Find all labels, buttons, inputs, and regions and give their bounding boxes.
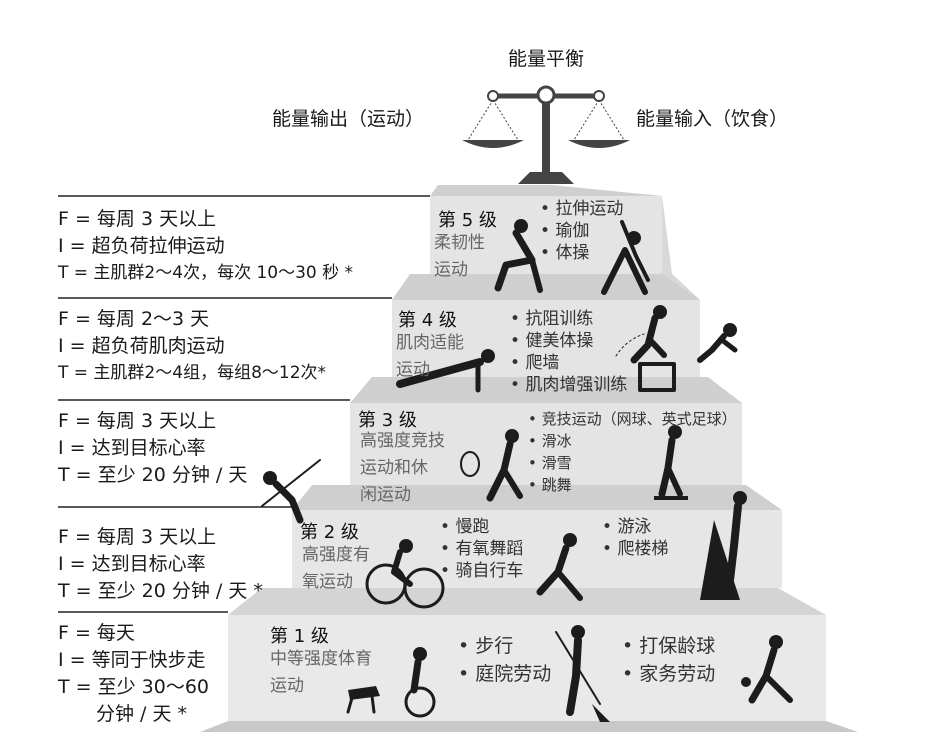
level-4-subtitle: 肌肉适能 运动 bbox=[396, 333, 464, 380]
leaping-figure-icon bbox=[697, 323, 738, 363]
level-4-activities: 抗阻训练 健美体操 爬墙 肌肉增强训练 bbox=[510, 308, 627, 396]
pushup-figure-icon bbox=[396, 349, 495, 393]
activity-item: 跳舞 bbox=[528, 474, 737, 496]
activity-item: 瑜伽 bbox=[540, 220, 623, 242]
level-1-title: 第 1 级 bbox=[270, 626, 329, 647]
bowler-figure-icon bbox=[741, 635, 793, 704]
activity-item: 家务劳动 bbox=[622, 660, 715, 688]
level-3-title: 第 3 级 bbox=[358, 410, 417, 431]
level-5-title: 第 5 级 bbox=[438, 210, 497, 231]
activity-item: 庭院劳动 bbox=[458, 660, 551, 688]
runner-icon bbox=[536, 533, 583, 601]
level-3-subtitle: 高强度竞技 运动和休 闲运动 bbox=[360, 431, 445, 505]
activity-item: 步行 bbox=[458, 632, 551, 660]
fit-frequency: F = 每周 3 天以上 bbox=[58, 526, 217, 548]
fit-intensity: I = 超负荷肌肉运动 bbox=[58, 335, 225, 357]
fit-intensity: I = 达到目标心率 bbox=[58, 553, 206, 575]
fit-block-level-4: F = 每周 2～3 天 I = 超负荷肌肉运动 T = 主肌群2～4组，每组8… bbox=[58, 306, 326, 387]
level-1-subtitle: 中等强度体育 运动 bbox=[270, 649, 372, 696]
dog-walker-icon bbox=[346, 647, 436, 718]
level-1-activities-secondary: 打保龄球 家务劳动 bbox=[622, 632, 715, 688]
activity-item: 抗阻训练 bbox=[510, 308, 627, 330]
stair-climber-icon bbox=[700, 491, 747, 600]
fit-time-continued: 分钟 / 天 * bbox=[58, 703, 188, 725]
fit-frequency: F = 每周 3 天以上 bbox=[58, 208, 217, 230]
step-5-top bbox=[430, 185, 662, 196]
fit-time: T = 至少 20 分钟 / 天 * bbox=[58, 580, 263, 602]
step-2-face bbox=[292, 510, 782, 588]
fit-frequency: F = 每天 bbox=[58, 622, 135, 644]
activity-item: 有氧舞蹈 bbox=[440, 538, 523, 560]
energy-output-label: 能量输出（运动） bbox=[272, 108, 425, 130]
cyclist-icon bbox=[365, 539, 445, 609]
sweeper-figure-icon bbox=[555, 625, 610, 722]
fit-time: T = 至少 20 分钟 / 天 bbox=[58, 464, 248, 486]
fit-frequency: F = 每周 3 天以上 bbox=[58, 410, 217, 432]
level-2-activities-secondary: 游泳 爬楼梯 bbox=[602, 516, 668, 560]
fit-block-level-3: F = 每周 3 天以上 I = 达到目标心率 T = 至少 20 分钟 / 天 bbox=[58, 408, 247, 489]
level-3-activities: 竞技运动（网球、英式足球） 滑冰 滑雪 跳舞 bbox=[528, 408, 737, 496]
activity-item: 体操 bbox=[540, 242, 623, 264]
skier-figure-icon bbox=[261, 459, 321, 524]
activity-item: 爬墙 bbox=[510, 352, 627, 374]
level-5-activities: 拉伸运动 瑜伽 体操 bbox=[540, 198, 623, 264]
level-1-activities: 步行 庭院劳动 bbox=[458, 632, 551, 688]
activity-item: 慢跑 bbox=[440, 516, 523, 538]
activity-item: 竞技运动（网球、英式足球） bbox=[528, 408, 737, 430]
level-2-subtitle: 高强度有 氧运动 bbox=[302, 545, 370, 592]
level-2-activities: 慢跑 有氧舞蹈 骑自行车 bbox=[440, 516, 523, 582]
fit-time: T = 主肌群2～4次，每次 10～30 秒 * bbox=[58, 263, 354, 283]
yoga-figure-icon bbox=[601, 220, 650, 295]
stretching-figure-icon bbox=[494, 219, 543, 293]
fit-block-level-1: F = 每天 I = 等同于快步走 T = 至少 30～60 分钟 / 天 * bbox=[58, 620, 209, 728]
activity-item: 滑雪 bbox=[528, 452, 737, 474]
activity-item: 骑自行车 bbox=[440, 560, 523, 582]
fit-block-level-5: F = 每周 3 天以上 I = 超负荷拉伸运动 T = 主肌群2～4次，每次 … bbox=[58, 206, 353, 287]
activity-item: 游泳 bbox=[602, 516, 668, 538]
fit-time: T = 主肌群2～4组，每组8～12次* bbox=[58, 363, 327, 383]
fit-intensity: I = 超负荷拉伸运动 bbox=[58, 235, 225, 257]
level-5-subtitle: 柔韧性 运动 bbox=[434, 233, 485, 280]
activity-item: 拉伸运动 bbox=[540, 198, 623, 220]
fit-frequency: F = 每周 2～3 天 bbox=[58, 308, 210, 330]
activity-item: 肌肉增强训练 bbox=[510, 374, 627, 396]
activity-item: 滑冰 bbox=[528, 430, 737, 452]
step-4-top bbox=[392, 274, 700, 300]
balance-scale-icon bbox=[462, 85, 630, 184]
tennis-player-icon bbox=[460, 429, 523, 502]
level-2-title: 第 2 级 bbox=[300, 522, 359, 543]
activity-item: 健美体操 bbox=[510, 330, 627, 352]
step-1-top bbox=[228, 588, 826, 615]
energy-input-label: 能量输入（饮食） bbox=[636, 108, 789, 130]
activity-item: 爬楼梯 bbox=[602, 538, 668, 560]
box-jump-figure-icon bbox=[615, 305, 676, 392]
fit-block-level-2: F = 每周 3 天以上 I = 达到目标心率 T = 至少 20 分钟 / 天… bbox=[58, 524, 263, 605]
fit-intensity: I = 达到目标心率 bbox=[58, 437, 206, 459]
energy-balance-title: 能量平衡 bbox=[508, 48, 585, 70]
fit-time: T = 至少 30～60 bbox=[58, 676, 209, 698]
level-4-title: 第 4 级 bbox=[398, 310, 457, 331]
fit-intensity: I = 等同于快步走 bbox=[58, 649, 206, 671]
activity-item: 打保龄球 bbox=[622, 632, 715, 660]
